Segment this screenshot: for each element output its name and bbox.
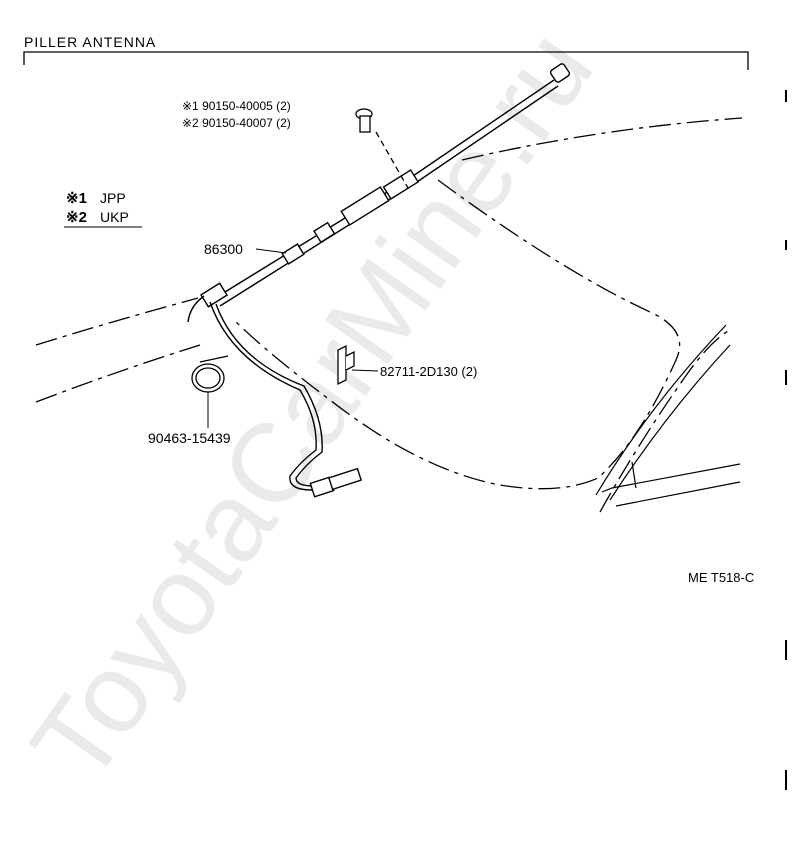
- body-outline: [35, 117, 743, 513]
- door-frame: [595, 324, 741, 507]
- legend-code-2: UKP: [100, 209, 129, 225]
- bolt-part-label-2: ※2 90150-40007 (2): [182, 116, 291, 130]
- clip-icon: [337, 344, 355, 386]
- band-icon: [191, 355, 229, 393]
- antenna-leader: [255, 248, 287, 254]
- diagram-code: ME T518-C: [688, 570, 754, 585]
- legend-mark-1: ※1: [66, 190, 87, 207]
- legend-mark-2: ※2: [66, 209, 87, 226]
- clip-leader: [351, 369, 379, 372]
- header-bracket: [23, 51, 749, 70]
- legend-code-1: JPP: [100, 190, 126, 206]
- bolt-part-label-1: ※1 90150-40005 (2): [182, 99, 291, 113]
- antenna-part-label: 86300: [204, 241, 243, 257]
- watermark-text: ToyotaCarMine.ru: [7, 8, 616, 804]
- clip-part-label: 82711-2D130 (2): [380, 364, 477, 379]
- band-part-label: 90463-15439: [148, 430, 231, 446]
- bolt-icon: [355, 108, 409, 189]
- antenna-assembly: [187, 63, 571, 498]
- diagram-title: PILLER ANTENNA: [24, 34, 156, 50]
